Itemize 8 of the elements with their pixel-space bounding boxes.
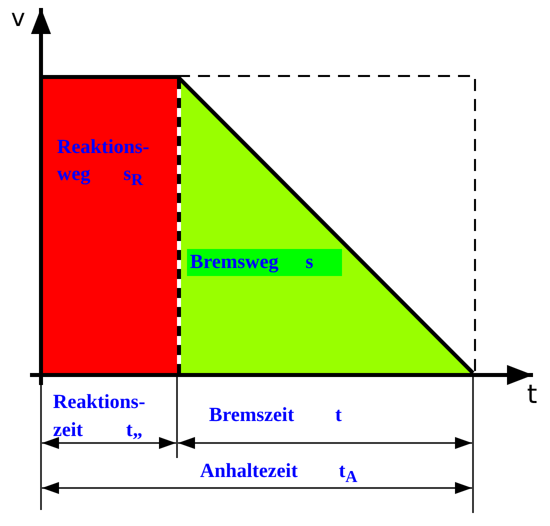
axis-label: v — [11, 4, 26, 32]
dimension-label: Anhaltezeit t$_{A}$ — [200, 459, 358, 488]
filled-rectangle — [41, 78, 178, 375]
axis-label: t — [527, 381, 538, 409]
area-label: Bremsweg s — [187, 249, 342, 276]
dimension-label: Reaktions- zeit t„ — [53, 390, 146, 443]
dimension-label: Bremszeit t — [209, 403, 342, 428]
area-label: Reaktions- weg s$_{R}$ — [57, 135, 150, 191]
